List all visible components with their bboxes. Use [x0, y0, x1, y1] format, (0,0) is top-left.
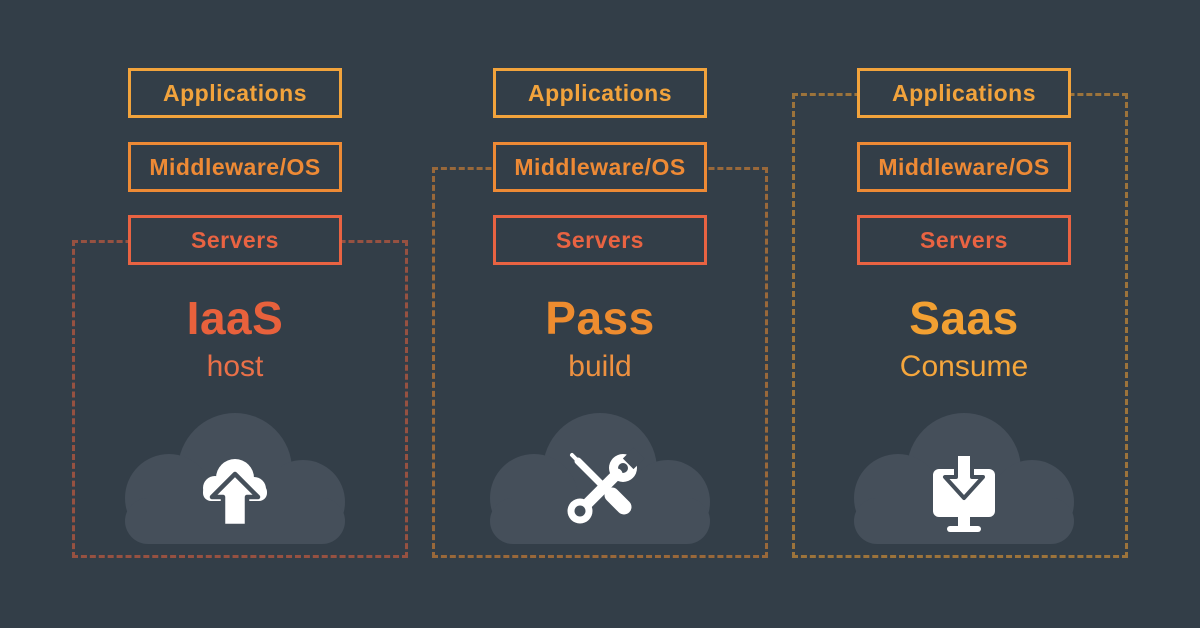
layer-box-middleware-os: Middleware/OS [857, 142, 1071, 192]
layer-box-applications: Applications [857, 68, 1071, 118]
layer-box-servers: Servers [493, 215, 707, 265]
column-title-iaas: IaaS [186, 292, 284, 344]
column-title-pass: Pass [545, 292, 655, 344]
layer-box-applications: Applications [493, 68, 707, 118]
saas-column: Applications Middleware/OS Servers Saas … [779, 0, 1149, 628]
cloud-upload-icon [203, 459, 267, 529]
tools-icon [567, 447, 645, 524]
layer-box-servers: Servers [857, 215, 1071, 265]
column-subtitle-build: build [568, 350, 632, 383]
column-subtitle-consume: Consume [899, 350, 1029, 383]
column-title-saas: Saas [909, 292, 1019, 344]
layer-box-middleware-os: Middleware/OS [128, 142, 342, 192]
monitor-download-icon [933, 452, 995, 532]
paas-column: Applications Middleware/OS Servers Pass … [415, 0, 785, 628]
layer-box-servers: Servers [128, 215, 342, 265]
layer-box-middleware-os: Middleware/OS [493, 142, 707, 192]
iaas-column: Applications Middleware/OS Servers IaaS … [50, 0, 420, 628]
layer-box-applications: Applications [128, 68, 342, 118]
cloud-shape [490, 413, 710, 544]
column-subtitle-host: host [206, 350, 264, 383]
